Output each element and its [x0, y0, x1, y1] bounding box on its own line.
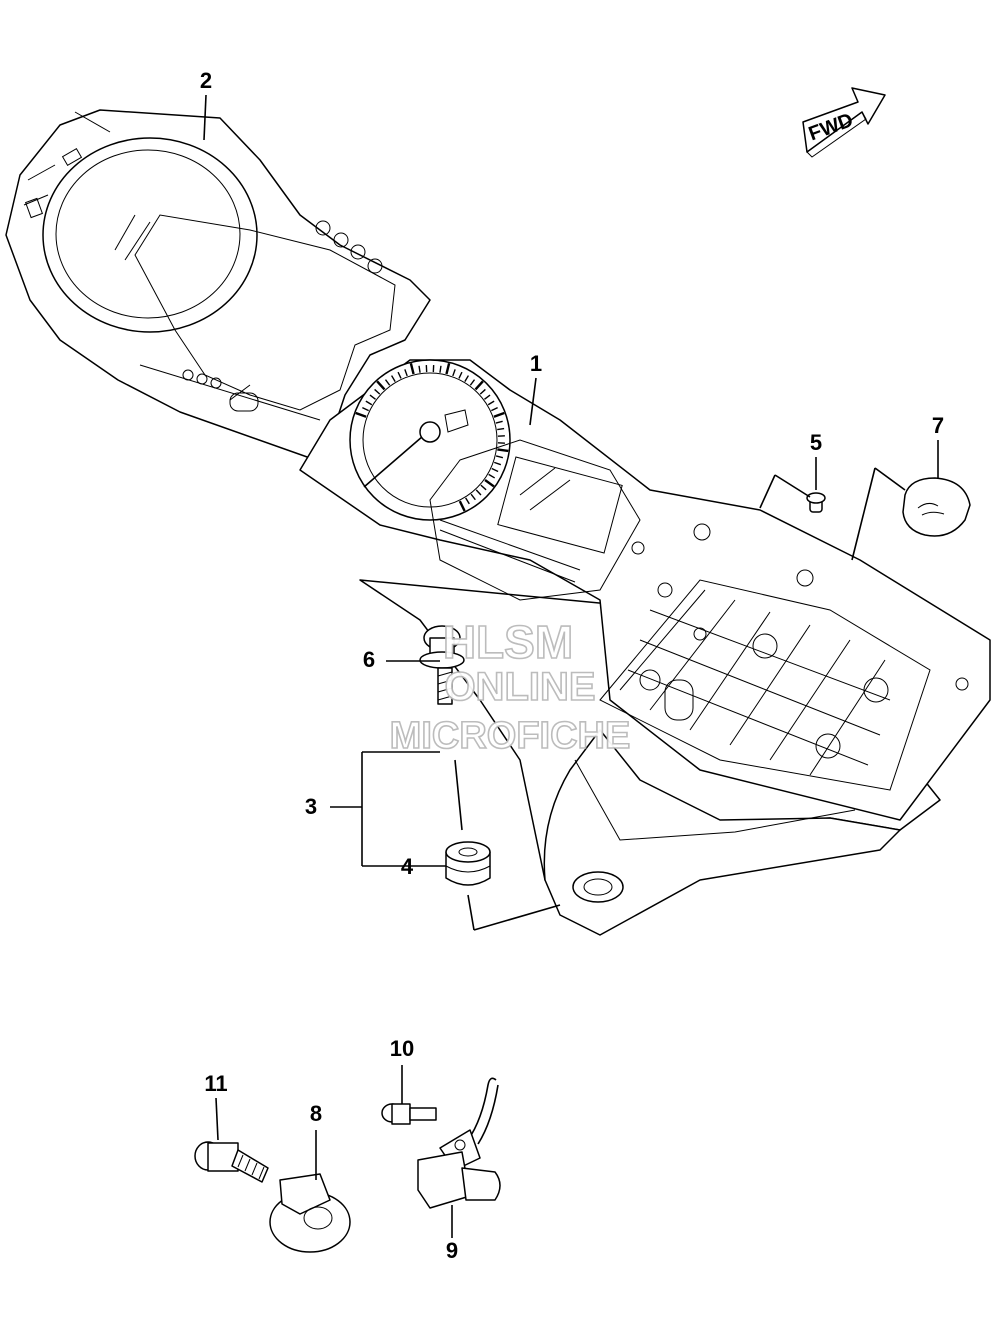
tach-tick: [445, 363, 451, 375]
grommet-4-part: [445, 841, 491, 886]
tach-tick: [469, 379, 476, 386]
tach-tick: [491, 406, 498, 412]
tachometer-ticks: [355, 363, 509, 512]
tach-tick: [474, 380, 484, 391]
bolt-11-part: [194, 1141, 269, 1183]
tach-tick: [475, 489, 482, 496]
tach-tick: [369, 394, 376, 400]
tach-tick: [355, 411, 367, 418]
tach-tick: [480, 484, 487, 491]
callout-5: 5: [810, 430, 822, 455]
tach-tick: [384, 379, 391, 386]
watermark-line-3: MICROFICHE: [390, 715, 631, 757]
tach-tick: [488, 473, 496, 479]
callout-1: 1: [530, 351, 542, 376]
tach-tick: [418, 365, 421, 373]
tach-tick: [376, 380, 386, 391]
tach-tick: [397, 371, 402, 379]
tach-tick: [470, 493, 476, 501]
screw-5-part: [806, 492, 826, 513]
indicator-lights: [315, 220, 383, 274]
watermark-line-1: HLSM: [443, 616, 573, 668]
tach-tick: [458, 371, 463, 379]
tach-tick: [495, 455, 504, 459]
tach-tick: [409, 363, 415, 375]
callout-6: 6: [363, 647, 375, 672]
watermark: HLSM ONLINE MICROFICHE: [389, 615, 631, 758]
tach-tick: [404, 369, 408, 377]
tach-tick: [491, 467, 499, 473]
tach-tick: [493, 411, 505, 418]
screw-6-part: [419, 625, 465, 705]
leader-lines: [203, 94, 939, 1238]
tach-tick: [487, 400, 495, 406]
tach-tick: [374, 388, 381, 395]
callout-2: 2: [200, 68, 212, 93]
callout-3: 3: [305, 794, 317, 819]
tach-tick: [464, 375, 470, 382]
tach-tick: [362, 406, 369, 412]
callout-11: 11: [204, 1071, 227, 1096]
sensor-9-part: [417, 1077, 501, 1209]
tach-tick: [465, 497, 470, 505]
fwd-label: FWD: [806, 109, 856, 145]
collar-8-part: [269, 1173, 351, 1253]
tach-tick: [390, 375, 396, 382]
tach-tick: [365, 400, 373, 406]
tach-tick: [495, 420, 503, 424]
meter-cover-part: [5, 109, 431, 459]
callout-9: 9: [446, 1238, 458, 1263]
callout-8: 8: [310, 1101, 322, 1126]
callout-labels: 2 1 5 7 6 3 4 10 11 8 9: [200, 68, 944, 1263]
tach-tick: [458, 500, 466, 512]
tach-tick: [479, 388, 486, 395]
screw-10-part: [381, 1103, 437, 1125]
tach-tick: [497, 448, 509, 453]
tach-tick: [493, 461, 502, 466]
tach-tick: [484, 478, 495, 488]
callout-4: 4: [401, 854, 414, 879]
tach-tick: [452, 369, 456, 377]
tach-tick: [497, 427, 505, 431]
tach-tick: [439, 365, 442, 373]
cap-7-part: [902, 477, 971, 537]
watermark-line-2: ONLINE: [444, 665, 595, 709]
callout-7: 7: [932, 413, 944, 438]
meter-assembly-part: [299, 359, 991, 936]
callout-10: 10: [390, 1036, 414, 1061]
tach-tick: [484, 394, 491, 400]
fwd-arrow-icon: FWD: [802, 87, 886, 158]
